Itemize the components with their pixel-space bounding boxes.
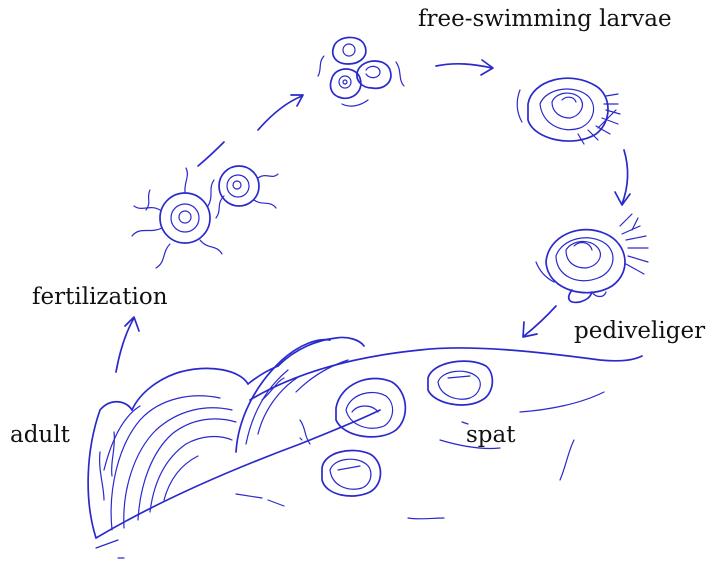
fertilized-eggs bbox=[132, 166, 278, 268]
arrow-fertilization-to-eggs bbox=[198, 142, 224, 166]
pediveliger-larva bbox=[536, 214, 648, 302]
label-pediveliger: pediveliger bbox=[574, 320, 705, 343]
arrow-adult-to-fertilization bbox=[116, 317, 139, 372]
arrow-cluster-to-larva bbox=[436, 60, 493, 75]
arrow-eggs-to-cluster bbox=[258, 95, 303, 130]
cleaving-egg-cluster bbox=[318, 37, 404, 106]
label-fertilization: fertilization bbox=[32, 286, 168, 309]
label-adult: adult bbox=[10, 424, 70, 447]
adult-oyster-cluster bbox=[88, 337, 380, 538]
arrow-larva-to-pediveliger bbox=[615, 150, 630, 205]
label-spat: spat bbox=[466, 424, 515, 447]
free-swimming-larva bbox=[517, 78, 620, 144]
arrow-pediveliger-to-spat bbox=[523, 306, 556, 337]
label-free-swimming-larvae: free-swimming larvae bbox=[418, 8, 672, 31]
